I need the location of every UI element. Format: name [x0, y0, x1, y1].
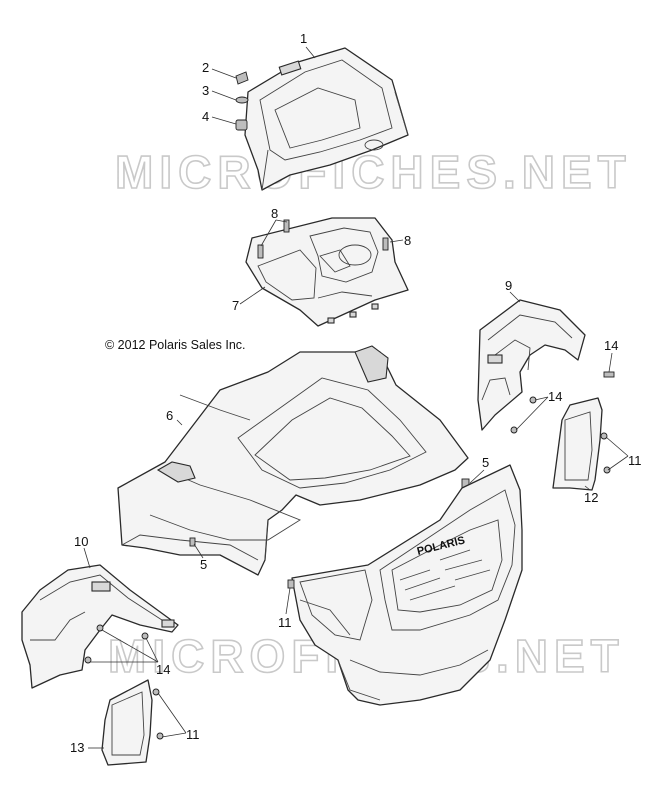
- callout-13: 13: [70, 740, 84, 755]
- copyright-text: © 2012 Polaris Sales Inc.: [105, 338, 246, 352]
- callout-9: 9: [505, 278, 512, 293]
- callout-12: 12: [584, 490, 598, 505]
- callout-2: 2: [202, 60, 209, 75]
- part-11-screw-grille: [287, 579, 295, 589]
- callout-3: 3: [202, 83, 209, 98]
- part-2-nut: [235, 71, 249, 85]
- part-9-fender-right: [477, 299, 586, 431]
- callout-14-right-mid: 14: [548, 389, 562, 404]
- part-4-grommet: [235, 119, 248, 131]
- callout-1: 1: [300, 31, 307, 46]
- callout-6: 6: [166, 408, 173, 423]
- callout-5-lower: 5: [200, 557, 207, 572]
- leader-lines: [83, 46, 629, 749]
- callout-4: 4: [202, 109, 209, 124]
- part-14-screw-right-mid: [510, 396, 537, 434]
- callout-labels: 1 2 3 4 8 8 7 9 14 14 6 11 5 12 10 5 11 …: [70, 31, 642, 755]
- callout-7: 7: [232, 298, 239, 313]
- part-3-washer: [235, 96, 249, 104]
- callout-11-grille: 11: [278, 615, 292, 630]
- part-7-storage-tray: [245, 217, 409, 327]
- part-11-screws-right: [600, 432, 611, 474]
- part-14-screws-left: [84, 624, 149, 664]
- callout-11-left: 11: [186, 727, 200, 742]
- part-1-hood-cover: [244, 47, 409, 191]
- part-8-pin-top: [283, 219, 290, 233]
- callout-14-left: 14: [156, 662, 170, 677]
- part-6-hood-body: [117, 345, 469, 576]
- callout-8-right: 8: [404, 233, 411, 248]
- callout-14-right-top: 14: [604, 338, 618, 353]
- callout-10: 10: [74, 534, 88, 549]
- part-8-pin-right: [382, 237, 389, 251]
- watermark-top: MICROFICHES.NET: [115, 146, 632, 198]
- part-8-pin-left: [257, 244, 264, 259]
- part-11-screws-left: [152, 688, 164, 740]
- part-5-clip-lower: [189, 537, 196, 547]
- front-grille-assembly: POLARIS: [291, 464, 523, 706]
- callout-11-right: 11: [628, 453, 642, 468]
- callout-5-upper: 5: [482, 455, 489, 470]
- callout-8-left: 8: [271, 206, 278, 221]
- part-13-splash-left: [101, 679, 153, 766]
- part-12-splash-right: [552, 397, 603, 491]
- part-14-screw-right-top: [603, 371, 615, 378]
